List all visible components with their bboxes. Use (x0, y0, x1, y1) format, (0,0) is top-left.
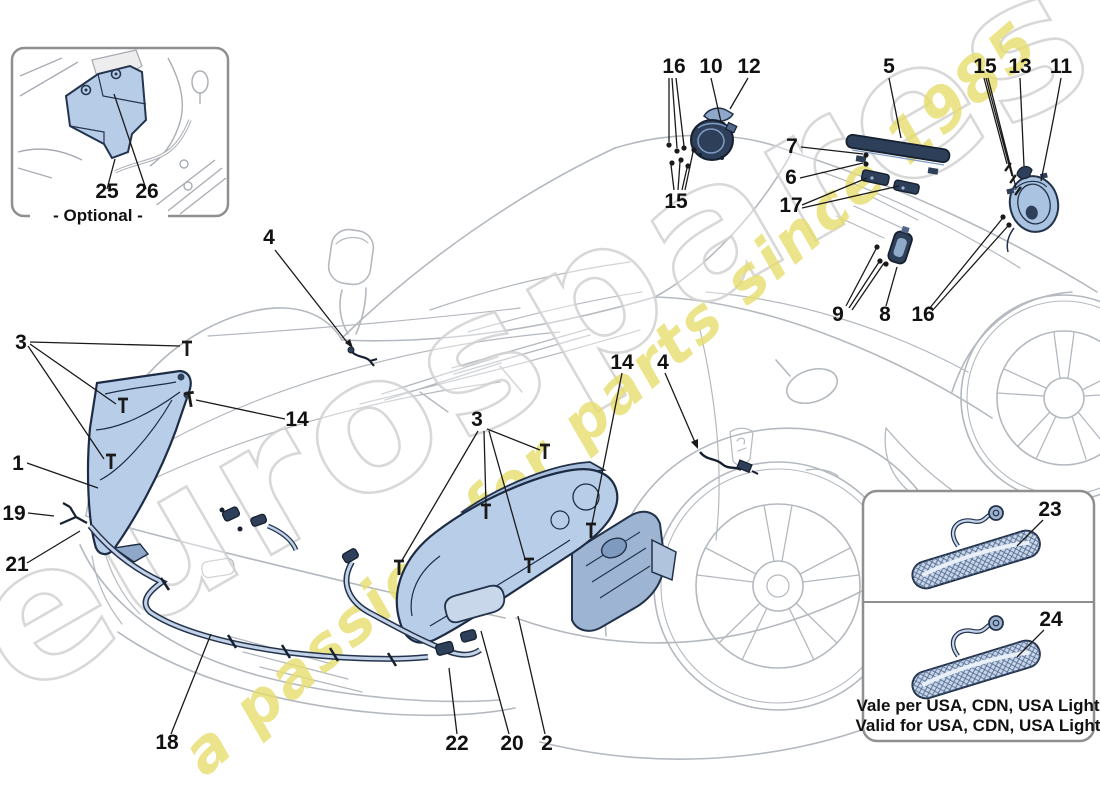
cowl-jet-part (347, 346, 378, 367)
jet-part-19 (59, 502, 88, 526)
rear-wheel (951, 291, 1100, 502)
callout-4-cowl: 4 (263, 226, 275, 249)
washer-nozzle-right (435, 640, 455, 656)
callout-22: 22 (445, 732, 468, 755)
right-mirror (775, 359, 839, 405)
callout-1: 1 (12, 452, 24, 475)
left-mirror (327, 228, 375, 335)
callout-labels: 3 1 19 21 14 4 3 14 4 18 22 20 2 16 10 1… (2, 55, 1072, 755)
arrowhead-4-cowl (345, 339, 353, 348)
rear-lamp-part (1006, 165, 1060, 253)
callout-11: 11 (1050, 55, 1073, 78)
callout-24: 24 (1039, 608, 1063, 631)
fender-wire-part (699, 451, 759, 475)
callout-12: 12 (737, 55, 760, 78)
usa-note-line2: Valid for USA, CDN, USA Light (856, 716, 1100, 735)
sensor-parts-17 (860, 169, 920, 195)
leader-dots (666, 142, 1012, 267)
wiper-blades (359, 328, 641, 413)
optional-inset-box: 25 26 - Optional - (10, 46, 230, 225)
inset-line-art (17, 57, 227, 215)
callout-10: 10 (699, 55, 722, 78)
side-marker-part-24 (911, 615, 1041, 700)
clip-part-13 (1016, 165, 1033, 180)
callout-15-roof: 15 (664, 190, 688, 213)
callout-25: 25 (95, 180, 119, 203)
callout-13: 13 (1008, 55, 1031, 78)
hose-clips (159, 577, 398, 667)
usa-note-line1: Vale per USA, CDN, USA Light (856, 696, 1099, 715)
arrowhead-4-fender (691, 439, 698, 449)
callout-3-front: 3 (15, 331, 27, 354)
washer-hose-assembly (59, 502, 482, 667)
third-brake-light-part (845, 133, 951, 175)
callout-14-center: 14 (610, 351, 634, 374)
dome-light-part (690, 107, 738, 161)
callout-8: 8 (879, 303, 891, 326)
callout-17: 17 (779, 194, 802, 217)
side-marker-part-23 (911, 505, 1041, 590)
side-repeater-part (887, 225, 913, 265)
callout-4-fender: 4 (657, 351, 669, 374)
callout-9: 9 (832, 303, 844, 326)
callout-2: 2 (541, 732, 553, 755)
leader-lines (26, 77, 1062, 735)
callout-23: 23 (1038, 498, 1061, 521)
callout-15-rear: 15 (973, 55, 997, 78)
mounting-pins (106, 162, 1022, 575)
callout-20: 20 (500, 732, 523, 755)
callout-19: 19 (2, 502, 25, 525)
callout-16-rear: 16 (911, 303, 934, 326)
center-headlight-part (395, 461, 677, 644)
callout-7: 7 (786, 135, 798, 158)
callout-21: 21 (5, 553, 29, 576)
callout-18: 18 (155, 731, 179, 754)
usa-spec-box: 23 24 Vale per USA, CDN, USA Light Valid… (856, 489, 1100, 743)
callout-6: 6 (785, 166, 797, 189)
callout-16-roof: 16 (662, 55, 685, 78)
washer-cap-part (444, 584, 506, 624)
callout-26: 26 (135, 180, 158, 203)
washer-nozzle-left (221, 506, 241, 522)
callout-3-center: 3 (471, 408, 483, 431)
fender-shield (729, 427, 754, 466)
callout-14-front: 14 (285, 408, 309, 431)
callout-5: 5 (883, 55, 895, 78)
optional-label: - Optional - (53, 206, 143, 225)
